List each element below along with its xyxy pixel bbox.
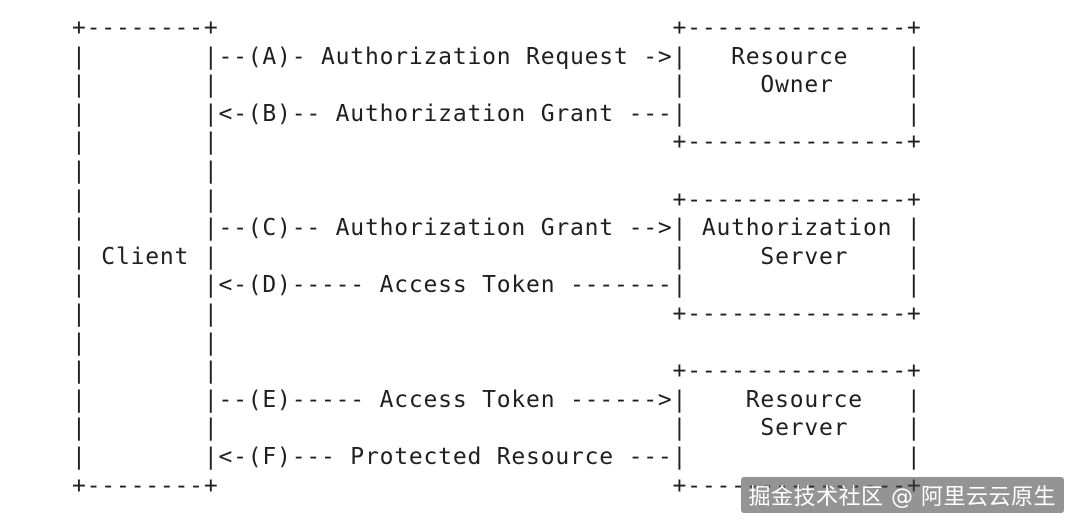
diagram-line: | | [72,157,219,184]
diagram-line: | |<-(F)--- Protected Resource ---| | [72,443,922,470]
diagram-line: | | +---------------+ [72,358,922,385]
diagram-line: | | +---------------+ [72,129,922,156]
diagram-line: | | | Server | [72,415,922,442]
diagram-line: +--------+ +---------------+ [72,15,922,41]
diagram-line: | |--(A)- Authorization Request ->| Reso… [72,43,922,70]
diagram-line: | Client | | Server | [72,243,922,270]
diagram-line: | | +---------------+ [72,186,922,213]
ascii-diagram: +--------+ +---------------+| |--(A)- Au… [72,14,922,500]
diagram-line: | | [72,329,219,356]
diagram-line: | |<-(B)-- Authorization Grant ---| | [72,100,922,127]
diagram-line: | | +---------------+ [72,300,922,327]
watermark: 掘金技术社区 @ 阿里云云原生 [740,477,1064,513]
diagram-line: | | | Owner | [72,72,922,99]
diagram-line: | |<-(D)----- Access Token -------| | [72,272,922,299]
diagram-line: | |--(C)-- Authorization Grant -->| Auth… [72,215,922,242]
diagram-line: | |--(E)----- Access Token ------>| Reso… [72,386,922,413]
